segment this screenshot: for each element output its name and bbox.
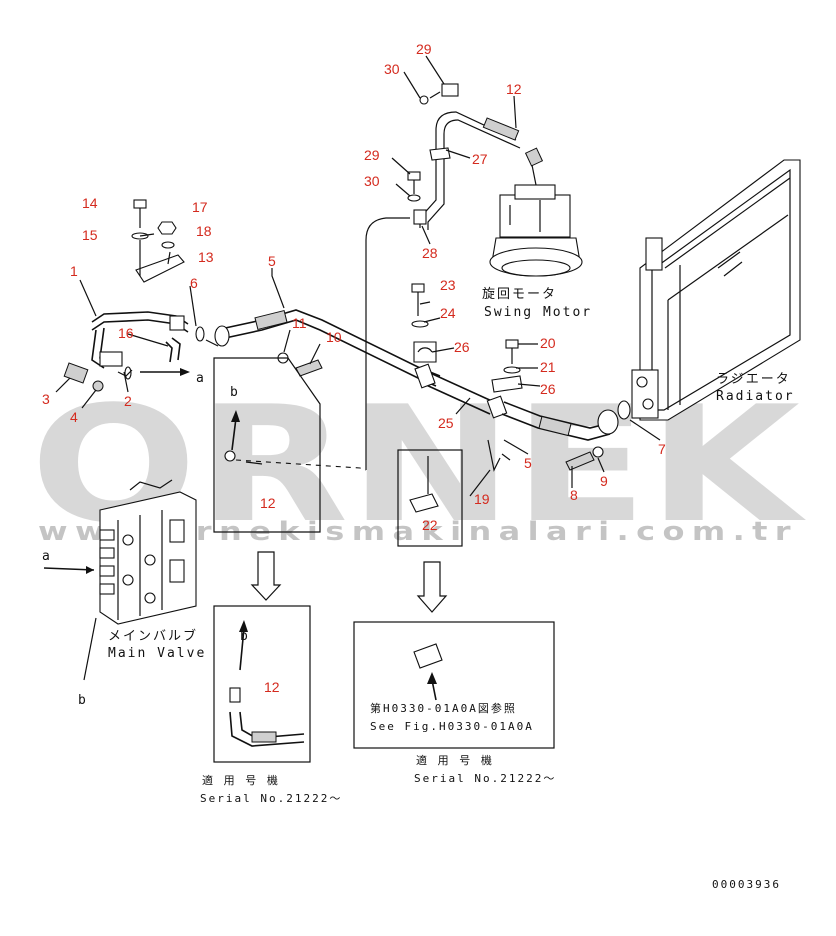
callout-30-top: 30 [384,61,400,77]
view-letter-a-valve: a [42,549,52,564]
callout-29-mid: 29 [364,147,380,163]
left-pipe-assembly: a [63,199,206,392]
radiator: ラジエータ Radiator [631,159,801,421]
callout-19: 19 [474,491,490,507]
view-letter-b-detail: b [240,629,250,644]
callout-16: 16 [118,325,134,341]
callout-27: 27 [472,151,488,167]
callout-4: 4 [70,409,78,425]
main-valve-label-jp: メインバルブ [108,628,198,644]
callout-18: 18 [196,223,212,239]
detail-right-reference-jp: 第H0330-01A0A図参照 [370,701,517,715]
callout-23: 23 [440,277,456,293]
callout-17: 17 [192,199,208,215]
swing-motor-label-jp: 旋回モータ [482,287,557,302]
swing-hose [235,83,521,471]
callout-20: 20 [540,335,556,351]
radiator-label-en: Radiator [716,389,795,404]
callout-3: 3 [42,391,50,407]
main-valve-label-en: Main Valve [108,646,206,661]
callout-11: 11 [292,315,307,331]
view-letter-a: a [196,371,206,386]
callout-1: 1 [70,263,78,279]
callout-5-right: 5 [524,455,532,471]
detail-left: b 12 適 用 号 機 Serial No.21222～ [200,605,342,805]
callout-21: 21 [540,359,556,375]
callout-7: 7 [658,441,666,457]
callout-29-top: 29 [416,41,432,57]
callout-10: 10 [326,329,342,345]
callout-30-mid: 30 [364,173,380,189]
view-22-box [397,449,463,613]
callout-13: 13 [198,249,214,265]
callouts: 1 2 3 4 5 5 6 7 8 9 10 11 12 12 13 14 15… [42,41,666,533]
callout-8: 8 [570,487,578,503]
swing-motor-label-en: Swing Motor [484,305,592,320]
detail-left-applicability: 適 用 号 機 [202,773,280,787]
detail-right: 第H0330-01A0A図参照 See Fig.H0330-01A0A 適 用 … [353,621,556,785]
radiator-label-jp: ラジエータ [716,372,791,387]
callout-12-box: 12 [260,495,276,511]
callout-6: 6 [190,275,198,291]
detail-right-applicability: 適 用 号 機 [416,753,494,767]
callout-12-top: 12 [506,81,522,97]
callout-detail-left-part: 12 [264,679,280,695]
main-valve: メインバルブ Main Valve a b [42,479,206,708]
detail-left-serial: Serial No.21222～ [200,792,342,805]
callout-25: 25 [438,415,454,431]
view-letter-b-valve: b [78,693,88,708]
callout-24: 24 [440,305,456,321]
swing-motor: 旋回モータ Swing Motor [482,147,592,320]
callout-28: 28 [422,245,438,261]
view-b-box: b [213,357,321,601]
callout-26-center: 26 [454,339,470,355]
callout-14: 14 [82,195,98,211]
main-hose-run [205,283,631,472]
detail-right-serial: Serial No.21222～ [414,772,556,785]
callout-9: 9 [600,473,608,489]
drawing-number: 00003936 [712,878,781,891]
leader-lines [55,55,661,497]
callout-26-right: 26 [540,381,556,397]
callout-22: 22 [422,517,438,533]
detail-right-reference-en: See Fig.H0330-01A0A [370,720,534,733]
callout-2: 2 [124,393,132,409]
view-letter-b-box: b [230,385,240,400]
callout-5-left: 5 [268,253,276,269]
callout-15: 15 [82,227,98,243]
